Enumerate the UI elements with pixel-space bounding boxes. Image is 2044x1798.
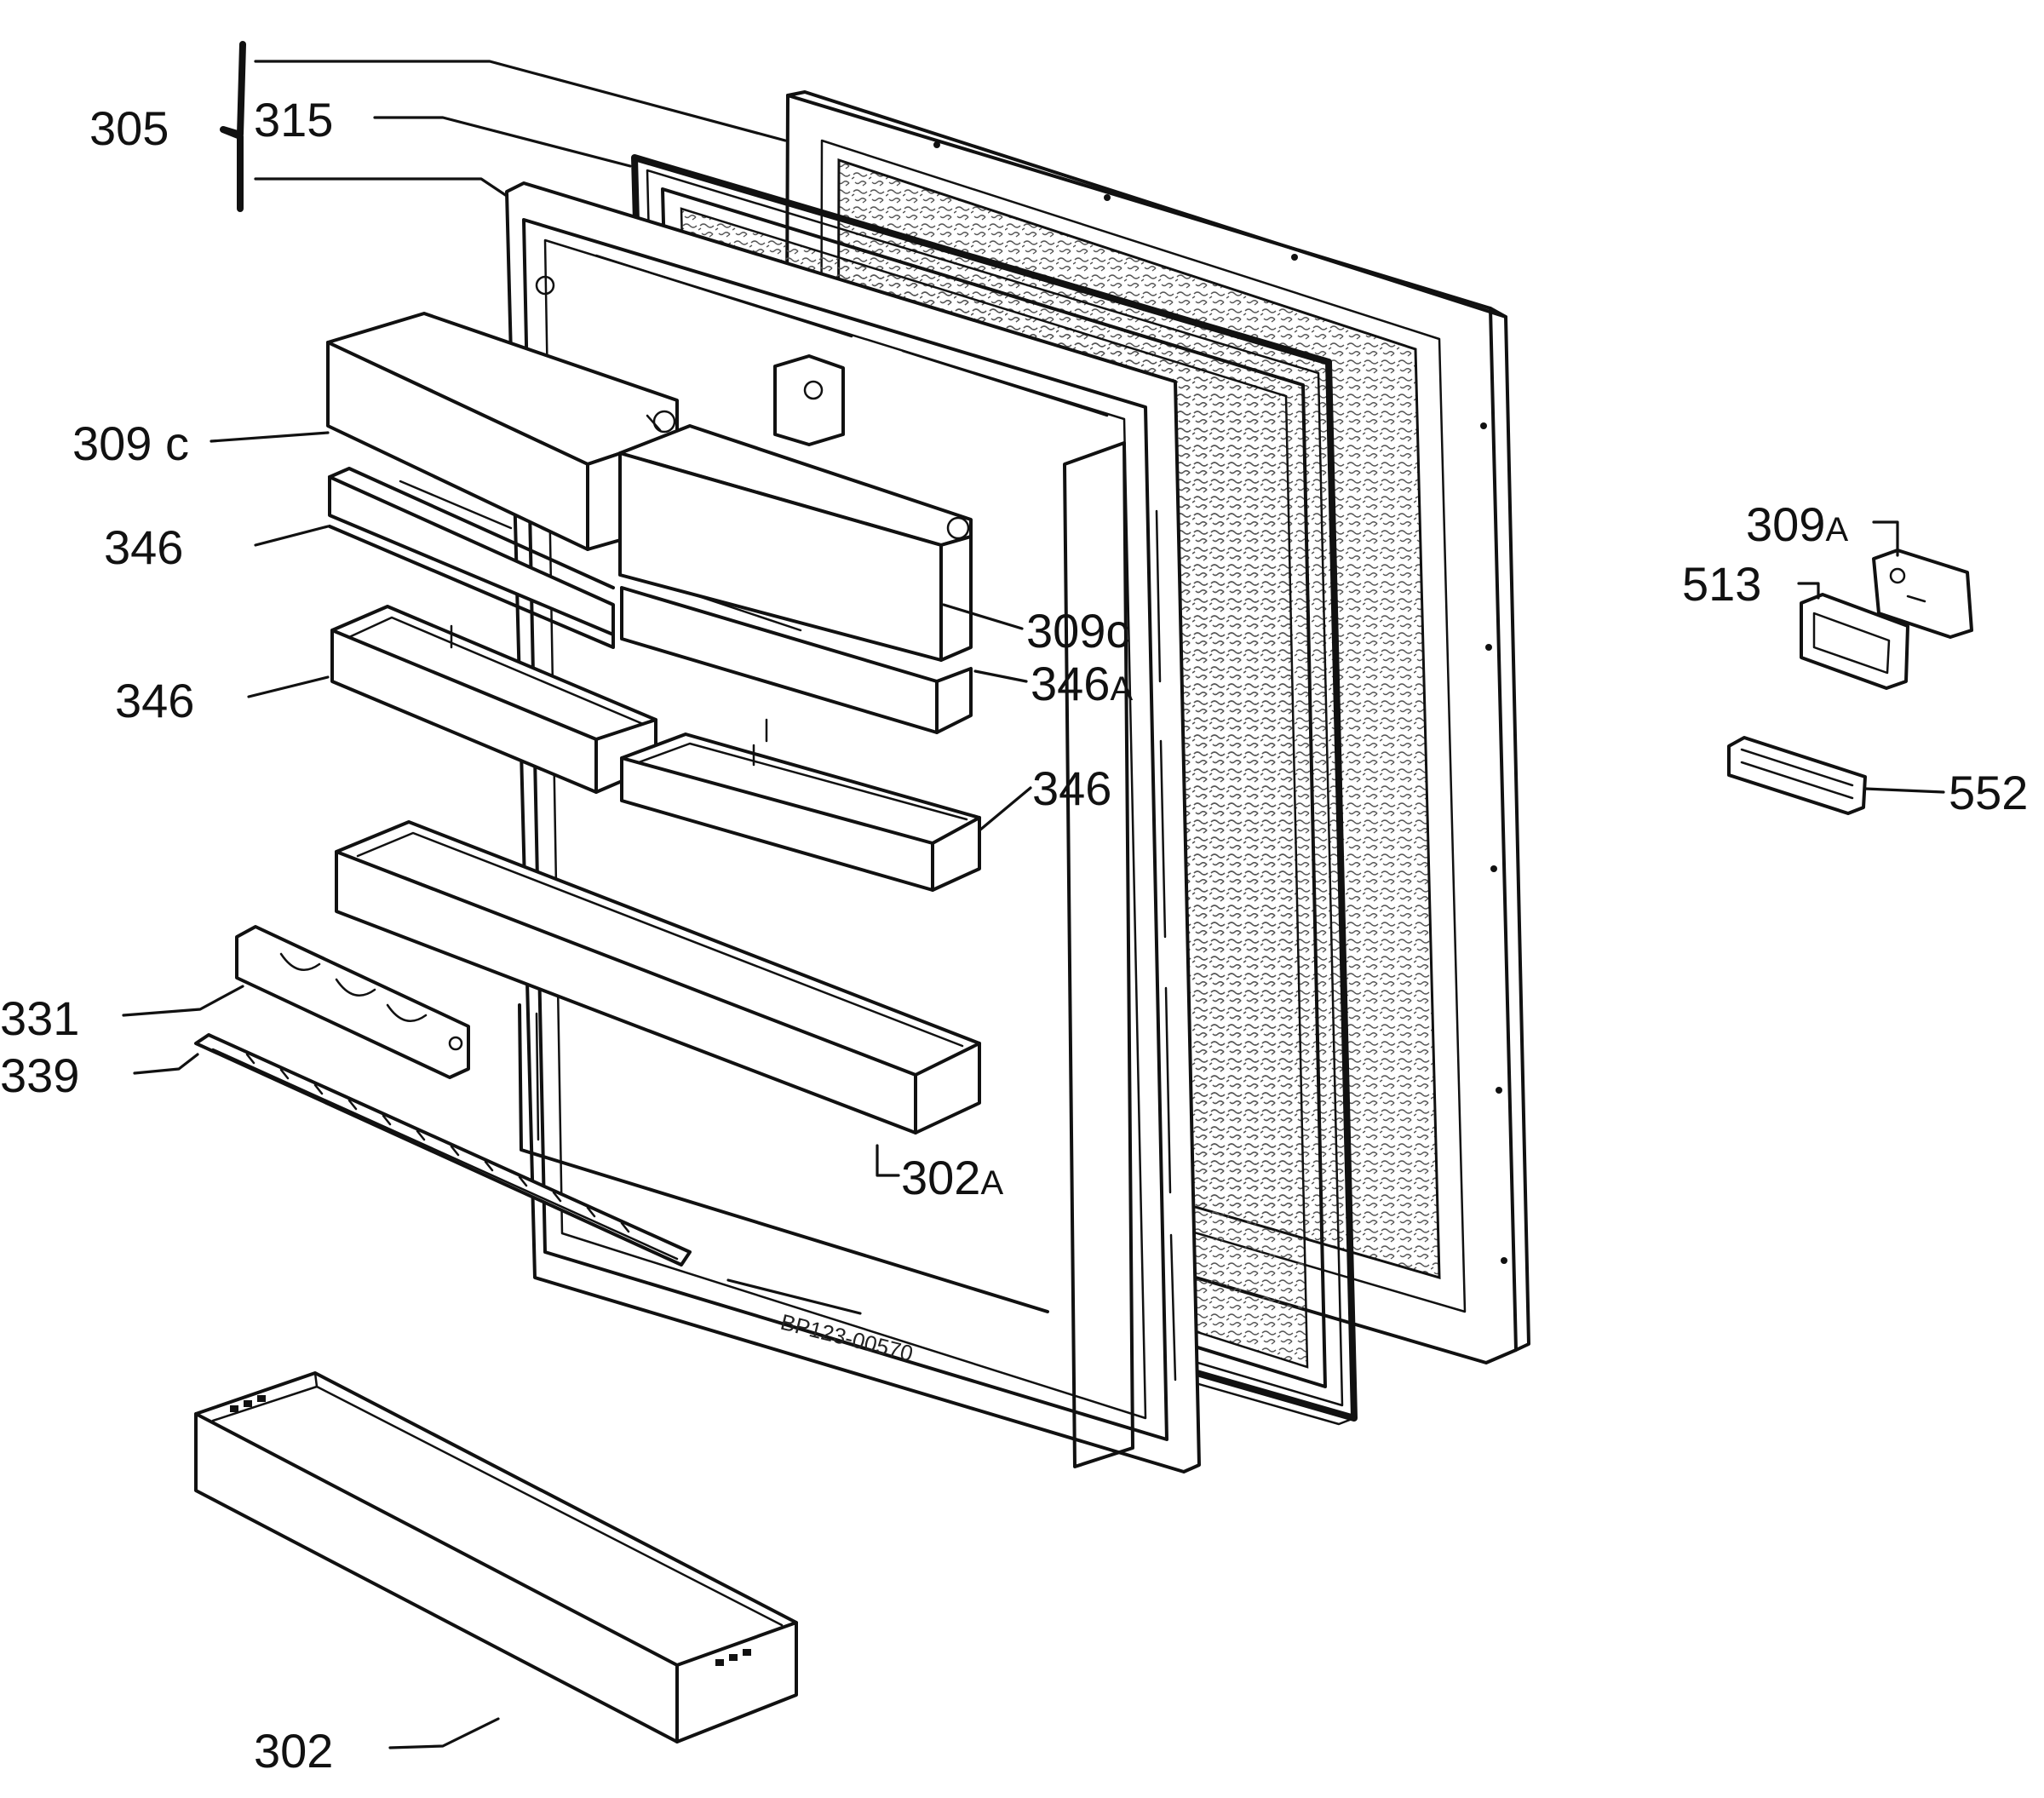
callout-309a-suffix: A (1825, 511, 1848, 549)
callout-331: 331 (0, 991, 79, 1045)
callout-315: 315 (254, 93, 333, 146)
callout-302a: 302A (901, 1151, 1003, 1204)
bottom-door-shelf-302 (194, 1371, 798, 1743)
door-shelf-302a (335, 820, 981, 1135)
callout-346-top-left: 346 (104, 520, 183, 574)
callout-labels: 305 315 309 c 346 346 309c 346A 346 331 … (0, 93, 2028, 1778)
bottle-retainer-331 (235, 925, 470, 1079)
handle-cap-513 (1800, 593, 1909, 690)
callout-346a-number: 346 (1031, 657, 1110, 710)
bottle-rail-339 (194, 1033, 692, 1267)
callout-309a: 309A (1746, 497, 1848, 551)
butter-compartment-right (618, 424, 973, 734)
callout-302a-suffix: A (980, 1164, 1003, 1202)
callout-552: 552 (1949, 766, 2028, 819)
door-shelf-346-right (620, 732, 981, 892)
callout-339: 339 (0, 1048, 79, 1102)
callout-309a-number: 309 (1746, 497, 1825, 551)
callout-305: 305 (89, 101, 169, 155)
callout-309c-left: 309 c (72, 416, 189, 470)
callout-346a: 346A (1031, 657, 1133, 710)
callout-513: 513 (1682, 557, 1761, 611)
callout-346a-suffix: A (1110, 670, 1133, 708)
callout-302: 302 (254, 1724, 333, 1778)
handle-strip-552 (1727, 736, 1867, 815)
callout-346-middle-left: 346 (115, 674, 194, 727)
leader-lines (122, 41, 1945, 1749)
callout-302a-number: 302 (901, 1151, 980, 1204)
callout-309c-right: 309c (1026, 604, 1129, 658)
callout-346-middle-right: 346 (1032, 761, 1111, 815)
